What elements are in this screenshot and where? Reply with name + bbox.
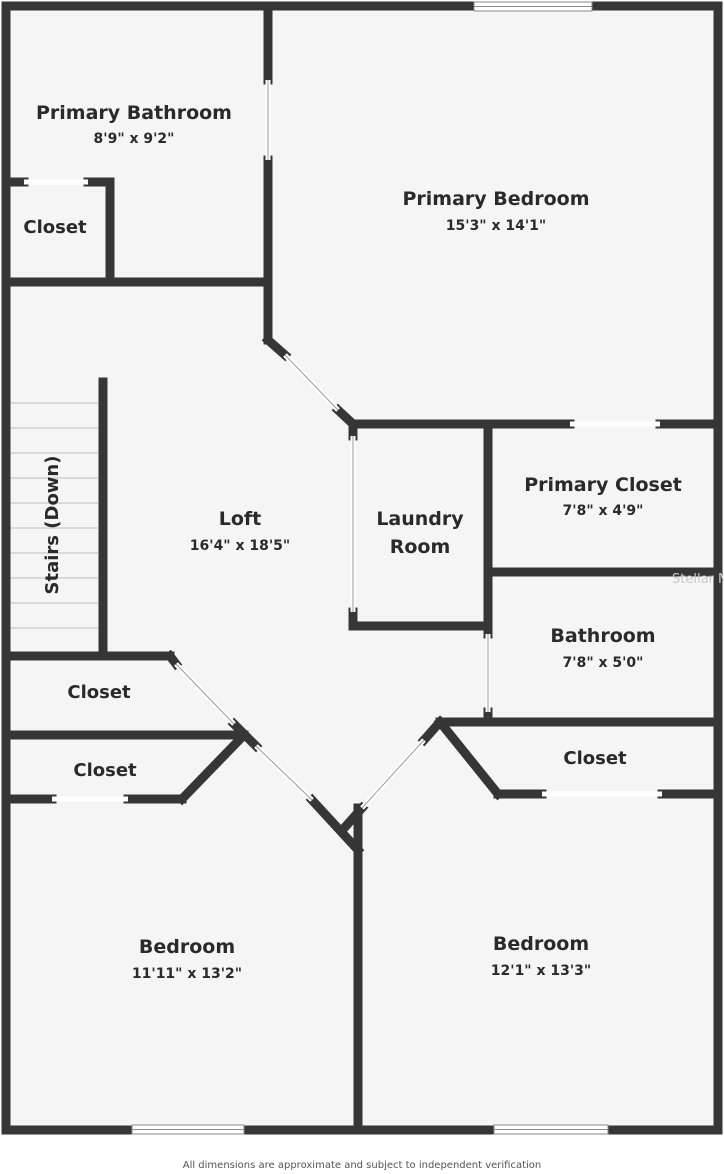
primary-bedroom-name: Primary Bedroom — [402, 188, 589, 210]
primary-closet-name: Primary Closet — [524, 474, 682, 496]
primary-bedroom-dims: 15'3" x 14'1" — [446, 218, 546, 234]
bathroom-dims: 7'8" x 5'0" — [563, 655, 644, 671]
disclaimer-footer: All dimensions are approximate and subje… — [182, 1160, 542, 1171]
stairs-treads — [10, 402, 98, 629]
stairs-label: Stairs (Down) — [42, 456, 63, 595]
room-labels: Primary Bathroom 8'9" x 9'2" Primary Bed… — [23, 102, 681, 982]
bedroom-left-dims: 11'11" x 13'2" — [132, 966, 242, 982]
windows — [24, 1, 662, 1135]
primary-bathroom-dims: 8'9" x 9'2" — [94, 131, 175, 147]
closet-right-name: Closet — [563, 748, 627, 769]
watermark: Stellar M — [672, 572, 724, 587]
primary-bathroom-name: Primary Bathroom — [36, 102, 232, 124]
primary-closet-dims: 7'8" x 4'9" — [563, 503, 644, 519]
loft-name: Loft — [219, 508, 262, 530]
loft-dims: 16'4" x 18'5" — [190, 538, 290, 554]
bedroom-right-name: Bedroom — [493, 933, 589, 955]
laundry-name-line2: Room — [390, 536, 451, 558]
bathroom-name: Bathroom — [550, 625, 655, 647]
closet-left-2-name: Closet — [73, 760, 137, 781]
bedroom-right-dims: 12'1" x 13'3" — [491, 963, 591, 979]
walls — [1, 1, 723, 1135]
laundry-name-line1: Laundry — [376, 508, 464, 530]
closet-left-1-name: Closet — [67, 682, 131, 703]
bedroom-left-name: Bedroom — [139, 936, 235, 958]
closet-bath-name: Closet — [23, 217, 87, 238]
